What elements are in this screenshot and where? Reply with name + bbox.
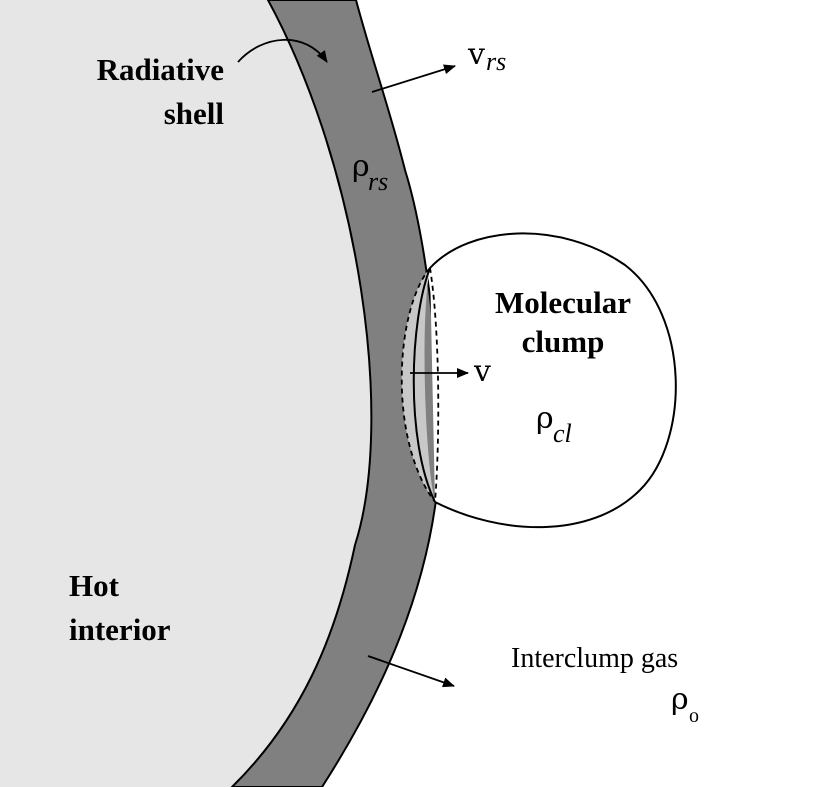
hot-interior-region: [0, 0, 372, 787]
rho-rs-symbol: ρ: [352, 149, 370, 184]
v-rs-subscript: rs: [486, 47, 506, 76]
v-symbol: v: [473, 354, 491, 389]
rho-cl-symbol: ρ: [536, 401, 554, 436]
radiative-shell-label-line2: shell: [164, 96, 225, 131]
hot-interior-label-line1: Hot: [69, 568, 120, 603]
rho-cl-subscript: cl: [553, 419, 572, 448]
rho-o-subscript: o: [689, 705, 699, 727]
v-rs-symbol: v: [467, 37, 485, 72]
rho-o-symbol: ρ: [671, 682, 689, 717]
hot-interior-label-line2: interior: [69, 612, 171, 647]
radiative-shell-band: [230, 0, 440, 787]
compressed-layer: [401, 268, 435, 502]
molecular-clump-label-line1: Molecular: [495, 285, 631, 320]
molecular-clump: [429, 232, 677, 529]
molecular-clump-label-line2: clump: [522, 324, 605, 359]
shell-expansion-arrow: [367, 655, 455, 688]
interclump-gas-label: Interclump gas: [511, 643, 678, 674]
shell-velocity-arrow: [371, 64, 456, 93]
radiative-shell-curved-arrow: [237, 38, 328, 63]
rho-rs-subscript: rs: [368, 167, 388, 196]
clump-dashed-edge: [429, 267, 440, 503]
shock-front-solid: [412, 267, 436, 503]
radiative-shell-label-line1: Radiative: [97, 52, 224, 87]
